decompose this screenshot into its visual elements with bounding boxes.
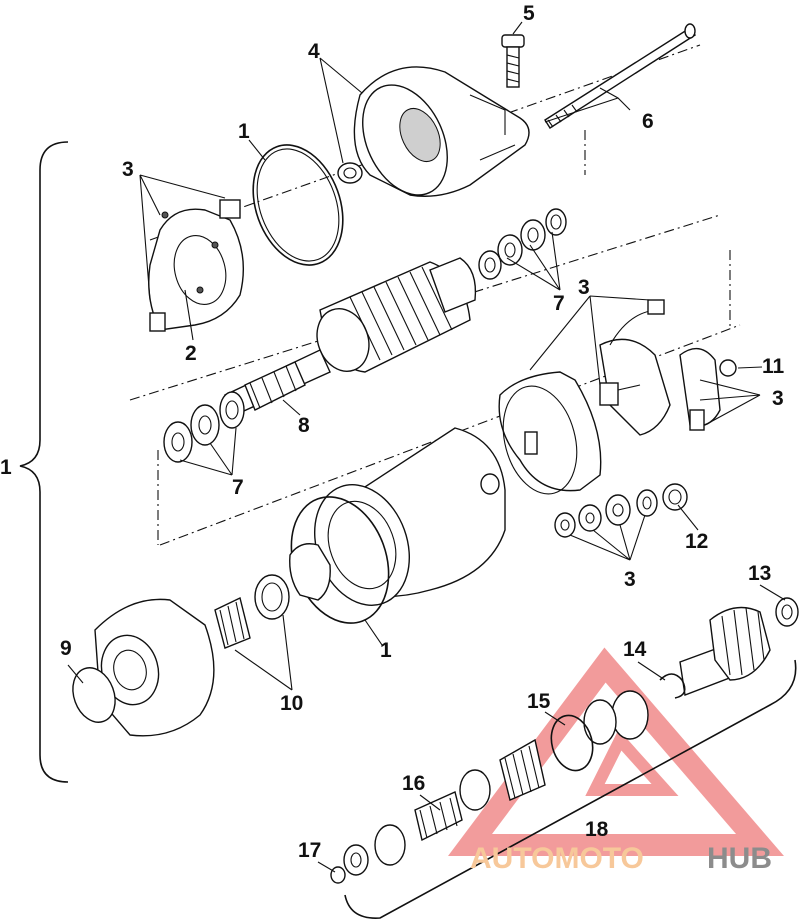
watermark-automoto: AUTOMOTO <box>470 842 644 875</box>
through-bolt-part-6 <box>544 23 696 129</box>
callout-3-holder: 3 <box>772 387 784 410</box>
bracket-18 <box>344 659 797 919</box>
callout-9: 9 <box>60 637 72 660</box>
watermark-hub: HUB <box>707 842 772 875</box>
callout-14: 14 <box>623 638 647 661</box>
assembly-brace <box>19 141 69 783</box>
callout-17: 17 <box>298 839 321 862</box>
callout-7-left: 7 <box>232 476 244 499</box>
callout-11: 11 <box>762 355 785 378</box>
tabbed-plate <box>289 543 331 601</box>
callout-8: 8 <box>298 414 310 437</box>
bolt-part-5 <box>501 34 525 88</box>
brush-plate-part-2 <box>148 199 245 332</box>
bearings-part-10 <box>214 574 290 649</box>
washers-left-part-7 <box>163 391 245 463</box>
drive-assembly <box>330 597 799 884</box>
callout-6: 6 <box>642 110 654 133</box>
callout-3-washers: 3 <box>624 568 636 591</box>
callout-18: 18 <box>585 818 609 841</box>
callout-7-right: 7 <box>553 292 565 315</box>
rear-housing-part-4 <box>337 66 530 197</box>
brush-holder <box>599 299 737 436</box>
callout-4: 4 <box>308 40 320 63</box>
callout-12: 12 <box>685 530 708 553</box>
front-housing <box>72 598 215 737</box>
callout-1-oring-top: 1 <box>238 120 250 143</box>
callout-15: 15 <box>527 690 551 713</box>
motor-yoke <box>313 427 506 606</box>
callout-2: 2 <box>185 342 197 365</box>
callouts: 1 1 1 2 3 3 3 3 4 5 6 7 7 8 9 10 11 12 1… <box>0 2 785 862</box>
callout-10: 10 <box>280 692 303 715</box>
callout-1-brace: 1 <box>0 456 12 479</box>
field-ring <box>498 371 602 495</box>
washers-lower-part-3 <box>554 483 688 538</box>
callout-13: 13 <box>748 562 771 585</box>
armature <box>224 257 477 416</box>
washers-right-part-7 <box>478 208 567 280</box>
callout-3-brushes: 3 <box>578 276 590 299</box>
callout-5: 5 <box>523 2 535 25</box>
callout-3-plate: 3 <box>122 158 134 181</box>
o-ring-top-part-1 <box>252 144 344 266</box>
callout-1-oring-bottom: 1 <box>380 639 392 662</box>
leader-lines <box>67 21 786 873</box>
callout-16: 16 <box>402 772 425 795</box>
watermark-text: AUTOMOTO HUB <box>470 842 772 875</box>
